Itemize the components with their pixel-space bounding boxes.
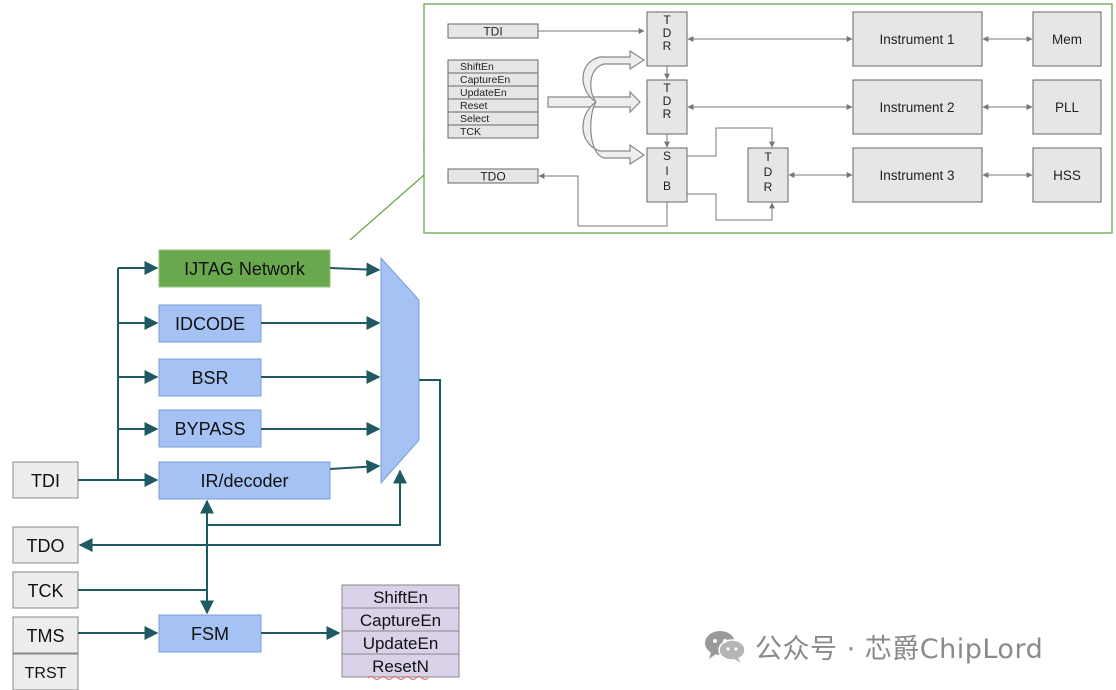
inset-sib-to-tdr3	[687, 127, 775, 157]
inset-tdo-label: TDO	[480, 170, 505, 184]
svg-text:BSR: BSR	[191, 368, 228, 388]
callout-pointer	[349, 174, 425, 241]
inset-tdi-label: TDI	[483, 25, 502, 39]
fsm-output: ResetN	[372, 657, 429, 676]
svg-text:FSM: FSM	[191, 624, 229, 644]
inset-signal-bundle: ShiftEn CaptureEn UpdateEn Reset Select …	[447, 59, 539, 139]
callout-frame	[423, 3, 1113, 234]
ir-decoder-box: IR/decoder	[158, 461, 331, 500]
svg-text:IJTAG Network: IJTAG Network	[184, 259, 306, 279]
fsm-output-stack: ShiftEn CaptureEn UpdateEn ResetN	[341, 584, 460, 680]
fsm-output: CaptureEn	[360, 611, 441, 630]
bsr-box: BSR	[158, 358, 262, 397]
inset-tdr-2	[646, 79, 688, 135]
fsm-box: FSM	[158, 614, 262, 653]
inset-bus-arrows	[547, 49, 646, 166]
svg-text:TRST: TRST	[25, 665, 67, 682]
inset-tdr3-return	[687, 193, 775, 221]
svg-text:BYPASS: BYPASS	[175, 419, 246, 439]
instrument-3: Instrument 3	[852, 147, 983, 203]
inset-tdr-3	[747, 147, 789, 203]
inset-sib	[646, 147, 688, 203]
svg-text:TDO: TDO	[27, 536, 65, 556]
pll-box: PLL	[1032, 79, 1102, 135]
fsm-output: ShiftEn	[373, 588, 428, 607]
svg-text:TDI: TDI	[31, 471, 60, 491]
inset-signal: UpdateEn	[460, 87, 507, 99]
ijtag-network-box: IJTAG Network	[158, 249, 331, 288]
svg-text:Mem: Mem	[1052, 32, 1082, 47]
fsm-output: UpdateEn	[363, 634, 439, 653]
svg-text:Instrument 1: Instrument 1	[879, 32, 954, 47]
trst-pin: TRST	[12, 653, 79, 690]
inset-tdi-box: TDI	[447, 23, 539, 39]
watermark-text: 公众号 · 芯爵ChipLord	[755, 633, 1044, 665]
mem-box: Mem	[1032, 11, 1102, 67]
inset-signal: TCK	[460, 126, 481, 138]
inset-signal: Reset	[460, 100, 488, 112]
inset-links	[687, 36, 1033, 178]
instrument-1: Instrument 1	[852, 11, 983, 67]
wechat-icon	[705, 631, 746, 663]
instrument-2: Instrument 2	[852, 79, 983, 135]
tdo-pin: TDO	[12, 526, 79, 564]
inset-signal: CaptureEn	[460, 74, 510, 86]
svg-text:HSS: HSS	[1053, 168, 1081, 183]
svg-text:IDCODE: IDCODE	[175, 314, 245, 334]
hss-box: HSS	[1032, 147, 1102, 203]
tdi-pin: TDI	[12, 461, 79, 499]
inset-signal: Select	[460, 113, 489, 125]
svg-text:IR/decoder: IR/decoder	[200, 471, 288, 491]
inset-tdo-return	[538, 173, 668, 227]
tck-pin: TCK	[12, 571, 79, 609]
inset-tdo-box: TDO	[447, 168, 539, 184]
main-wires	[78, 261, 441, 640]
svg-text:PLL: PLL	[1055, 100, 1080, 115]
svg-text:TCK: TCK	[28, 581, 64, 601]
watermark: 公众号 · 芯爵ChipLord	[703, 626, 1103, 666]
svg-text:Instrument 2: Instrument 2	[879, 100, 954, 115]
output-mux	[380, 256, 420, 485]
bypass-box: BYPASS	[158, 409, 262, 448]
tms-pin: TMS	[12, 616, 79, 654]
idcode-box: IDCODE	[158, 304, 262, 343]
svg-text:TMS: TMS	[27, 626, 65, 646]
svg-text:Instrument 3: Instrument 3	[879, 168, 954, 183]
inset-signal: ShiftEn	[460, 61, 494, 73]
